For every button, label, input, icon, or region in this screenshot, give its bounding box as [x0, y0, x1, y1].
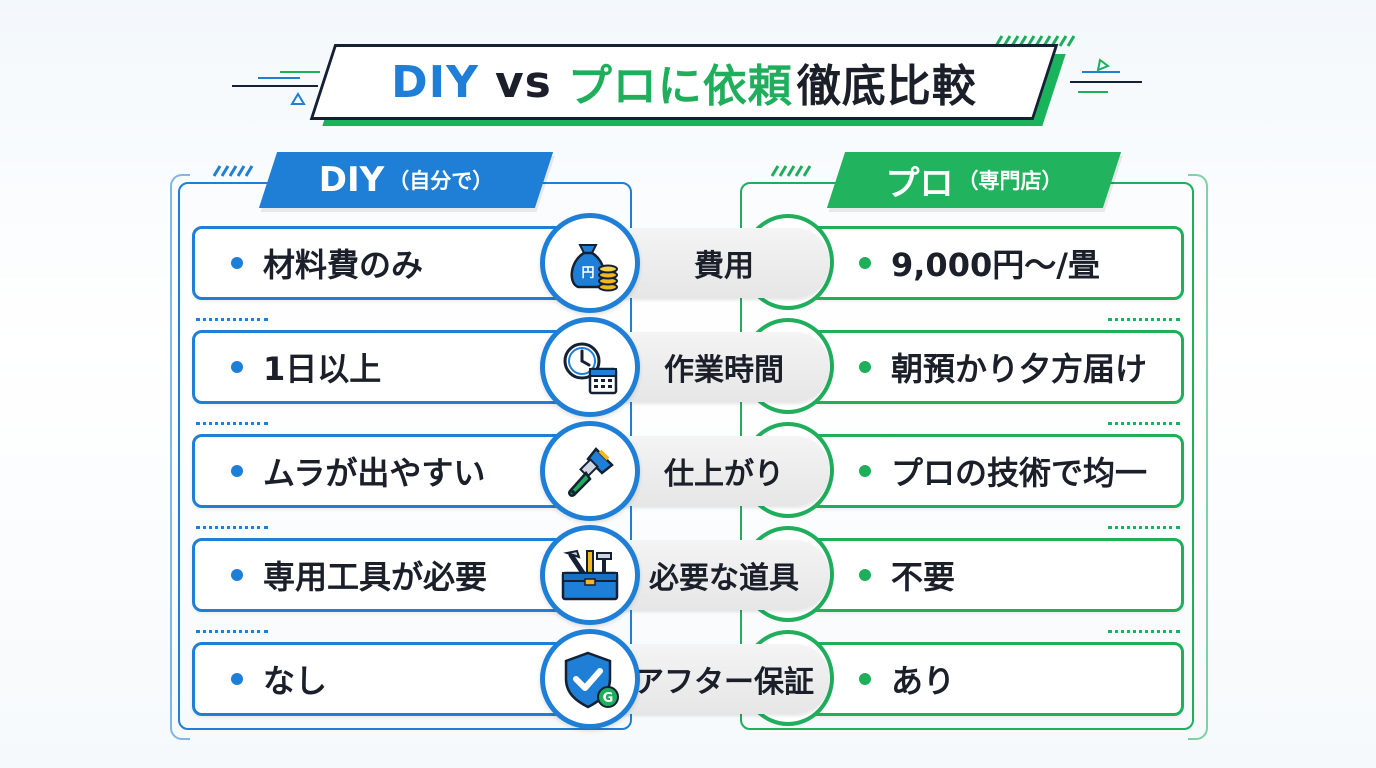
toolbox-icon	[561, 549, 619, 601]
title-compare: 徹底比較	[796, 61, 977, 112]
diy-header-main: DIY	[318, 160, 385, 200]
diy-finish-text: ムラが出やすい	[263, 454, 486, 492]
bullet-dot	[231, 569, 243, 581]
paintbrush-icon	[568, 447, 614, 497]
bullet-dot	[231, 361, 243, 373]
cost-icon-badge: 円	[540, 213, 640, 313]
page-title: DIY vs プロに依頼 徹底比較	[322, 44, 1046, 120]
bullet-dot	[231, 257, 243, 269]
separator-right	[1108, 422, 1180, 425]
finish-icon-badge	[540, 421, 640, 521]
diy-header-sub: （自分で）	[388, 169, 494, 193]
bullet-dot	[859, 569, 871, 581]
separator-right	[1108, 526, 1180, 529]
title-vs: vs	[494, 56, 552, 108]
shield-check-icon: G	[564, 651, 619, 709]
pro-header-main: プロ	[885, 163, 954, 204]
separator-left	[196, 630, 268, 633]
pro-cost-text: 9,000円～/畳	[891, 246, 1100, 284]
diy-time-text: 1日以上	[263, 350, 382, 388]
bullet-dot	[231, 465, 243, 477]
separator-right	[1108, 318, 1180, 321]
separator-left	[196, 526, 268, 529]
left-panel-outline	[170, 174, 190, 740]
time-icon-badge	[540, 317, 640, 417]
warranty-icon-badge: G	[540, 629, 640, 729]
bullet-dot	[859, 465, 871, 477]
separator-left	[196, 422, 268, 425]
row-label-tools: 必要な道具	[598, 540, 830, 610]
diy-warranty-card: なし	[192, 642, 612, 716]
separator-right	[1108, 630, 1180, 633]
title-diy: DIY	[391, 56, 479, 108]
bullet-dot	[859, 673, 871, 685]
diy-tools-text: 専用工具が必要	[263, 558, 488, 596]
pro-warranty-text: あり	[891, 662, 956, 700]
separator-left	[196, 318, 268, 321]
bullet-dot	[859, 361, 871, 373]
diy-header: DIY （自分で）	[268, 152, 544, 208]
pro-time-text: 朝預かり夕方届け	[891, 350, 1148, 388]
tools-icon-badge	[540, 525, 640, 625]
right-panel-outline	[1188, 174, 1208, 740]
svg-text:円: 円	[581, 266, 594, 281]
diy-warranty-text: なし	[263, 662, 328, 700]
diy-cost-text: 材料費のみ	[263, 246, 424, 284]
pro-finish-text: プロの技術で均一	[891, 454, 1148, 492]
bullet-dot	[231, 673, 243, 685]
bullet-dot	[859, 257, 871, 269]
pro-header-sub: （専門店）	[957, 169, 1063, 193]
diy-cost-card: 材料費のみ	[192, 226, 612, 300]
pro-tools-text: 不要	[891, 558, 956, 596]
money-bag-coins-icon: 円	[570, 244, 618, 292]
svg-text:G: G	[603, 691, 614, 706]
title-pro: プロに依頼	[567, 61, 793, 112]
pro-header: プロ （専門店）	[836, 152, 1112, 208]
clock-calendar-icon	[563, 342, 618, 395]
